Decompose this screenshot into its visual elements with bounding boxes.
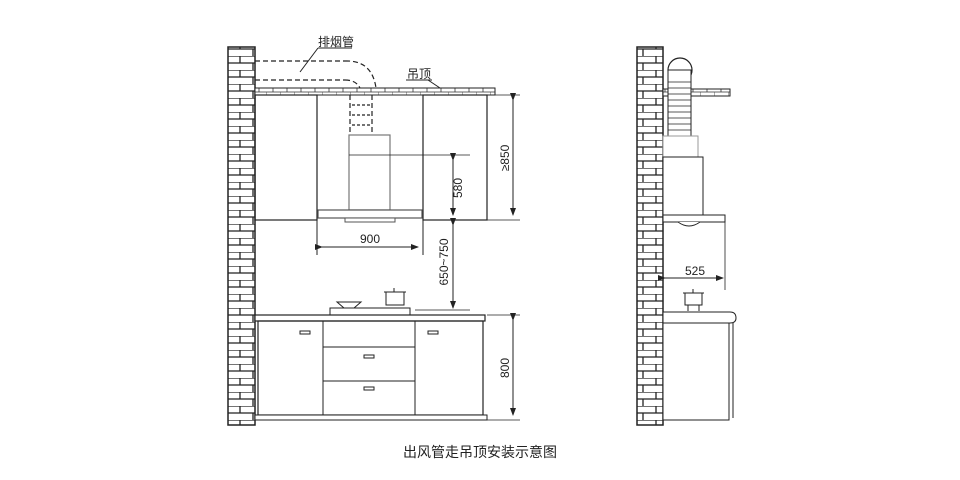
cooktop	[662, 311, 737, 324]
countertop	[254, 314, 486, 322]
base-cabinet	[662, 322, 730, 421]
brick-wall	[227, 46, 256, 426]
hood-light-icon	[677, 221, 701, 227]
dim-800: 800	[498, 358, 512, 378]
dim-580: 580	[451, 178, 465, 198]
dim-525: 525	[685, 264, 705, 278]
drawer-handle	[363, 354, 375, 359]
side-view: 525	[636, 46, 737, 426]
exhaust-pipe-label: 排烟管	[318, 34, 354, 49]
door-handle	[299, 330, 311, 335]
hood-canopy	[662, 214, 726, 223]
hood-chimney	[662, 156, 704, 216]
base-cabinet	[257, 320, 484, 416]
dim-850: ≥850	[498, 144, 512, 171]
dim-900: 900	[360, 232, 380, 246]
upper-cabinet-right	[422, 94, 488, 221]
drawer-handle	[363, 386, 375, 391]
hood-chimney	[348, 134, 391, 211]
ceiling-slab	[662, 88, 731, 97]
wok-icon	[335, 301, 363, 309]
pot-icon	[684, 292, 703, 306]
brick-wall	[636, 46, 664, 426]
exhaust-pipe	[255, 60, 377, 135]
door-handle	[427, 330, 439, 335]
duct	[667, 69, 692, 137]
front-view: 排烟管 吊顶 580 ≥850 900 650~750	[227, 34, 520, 426]
hood-canopy	[317, 209, 423, 219]
ceiling-slab	[254, 87, 496, 96]
pot-icon	[385, 291, 405, 306]
diagram-caption: 出风管走吊顶安装示意图	[403, 445, 557, 461]
dim-650-750: 650~750	[437, 238, 451, 285]
ceiling-label: 吊顶	[407, 67, 431, 81]
upper-cabinet-left	[254, 94, 318, 221]
